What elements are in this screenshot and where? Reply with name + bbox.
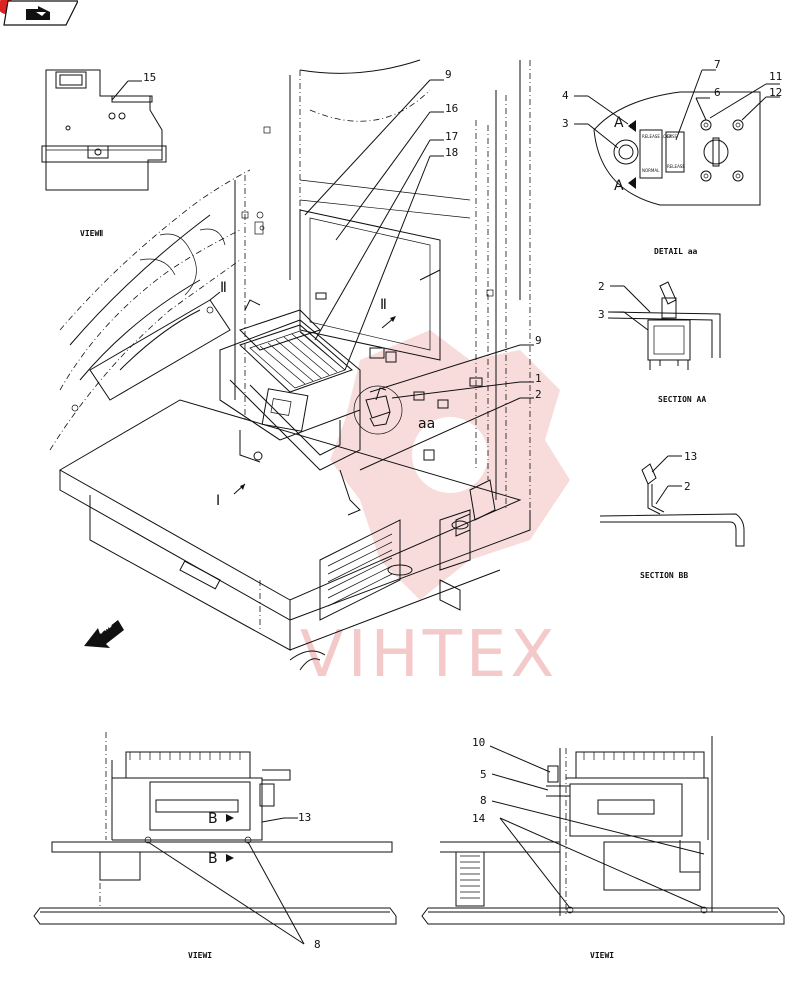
- callout-12: 12: [769, 86, 782, 99]
- callout-8-right: 8: [480, 794, 487, 807]
- view-ii-drawing: [41, 69, 167, 191]
- callout-2-main: 2: [535, 388, 542, 401]
- detail-aa-callout: aa: [418, 416, 435, 432]
- callout-13-view: 13: [298, 811, 311, 824]
- callout-2-section: 2: [598, 280, 605, 293]
- callout-15: 15: [143, 71, 156, 84]
- switch-epss-text: EPSS: [667, 134, 677, 139]
- switch-release-text: RELEASE: [667, 164, 685, 169]
- switch-release-lock-text: RELEASE LOCK: [642, 134, 672, 139]
- callout-11: 11: [769, 70, 782, 83]
- detail-aa-caption: DETAIL aa: [654, 247, 698, 256]
- view-ii-caption: VIEWⅡ: [80, 229, 103, 238]
- section-mark-a2: A: [614, 178, 624, 194]
- view-i-left-caption: VIEWI: [188, 951, 212, 960]
- back-nav-button[interactable]: [0, 0, 78, 26]
- section-mark-b2: B: [208, 851, 218, 867]
- callout-14: 14: [472, 812, 486, 825]
- section-mark-b1: B: [208, 811, 218, 827]
- view-arrow-i: I: [216, 493, 220, 509]
- view-i-right-drawing: [421, 736, 785, 925]
- callout-7: 7: [714, 58, 721, 71]
- callout-3-detail: 3: [562, 117, 569, 130]
- view-arrow-ii-b: Ⅱ: [380, 297, 387, 313]
- callout-13-section: 13: [684, 450, 697, 463]
- callout-9-top: 9: [445, 68, 452, 81]
- section-mark-a1: A: [614, 115, 624, 131]
- main-isometric-drawing: [49, 59, 531, 671]
- callout-17: 17: [445, 130, 458, 143]
- callout-10: 10: [472, 736, 485, 749]
- callout-5: 5: [480, 768, 487, 781]
- fwd-arrow-icon: [84, 620, 124, 648]
- section-aa-caption: SECTION AA: [658, 395, 706, 404]
- section-bb-caption: SECTION BB: [640, 571, 688, 580]
- watermark: VIHTEX: [300, 330, 570, 692]
- callout-16: 16: [445, 102, 458, 115]
- callout-9-mid: 9: [535, 334, 542, 347]
- watermark-text: VIHTEX: [300, 618, 558, 692]
- callout-3-section: 3: [598, 308, 605, 321]
- back-arrow-icon: [26, 6, 50, 20]
- callout-8-left: 8: [314, 938, 321, 951]
- callout-4: 4: [562, 89, 569, 102]
- section-bb-drawing: [599, 463, 745, 547]
- view-arrow-ii-a: Ⅱ: [220, 280, 227, 296]
- callout-2-bb: 2: [684, 480, 691, 493]
- view-i-left-drawing: [33, 732, 397, 925]
- section-aa-drawing: [607, 281, 721, 370]
- callout-1: 1: [535, 372, 542, 385]
- callout-18: 18: [445, 146, 458, 159]
- switch-normal-text: NORMAL: [642, 168, 660, 173]
- callout-6: 6: [714, 86, 721, 99]
- detail-aa-drawing: [593, 91, 761, 206]
- view-i-right-caption: VIEWI: [590, 951, 614, 960]
